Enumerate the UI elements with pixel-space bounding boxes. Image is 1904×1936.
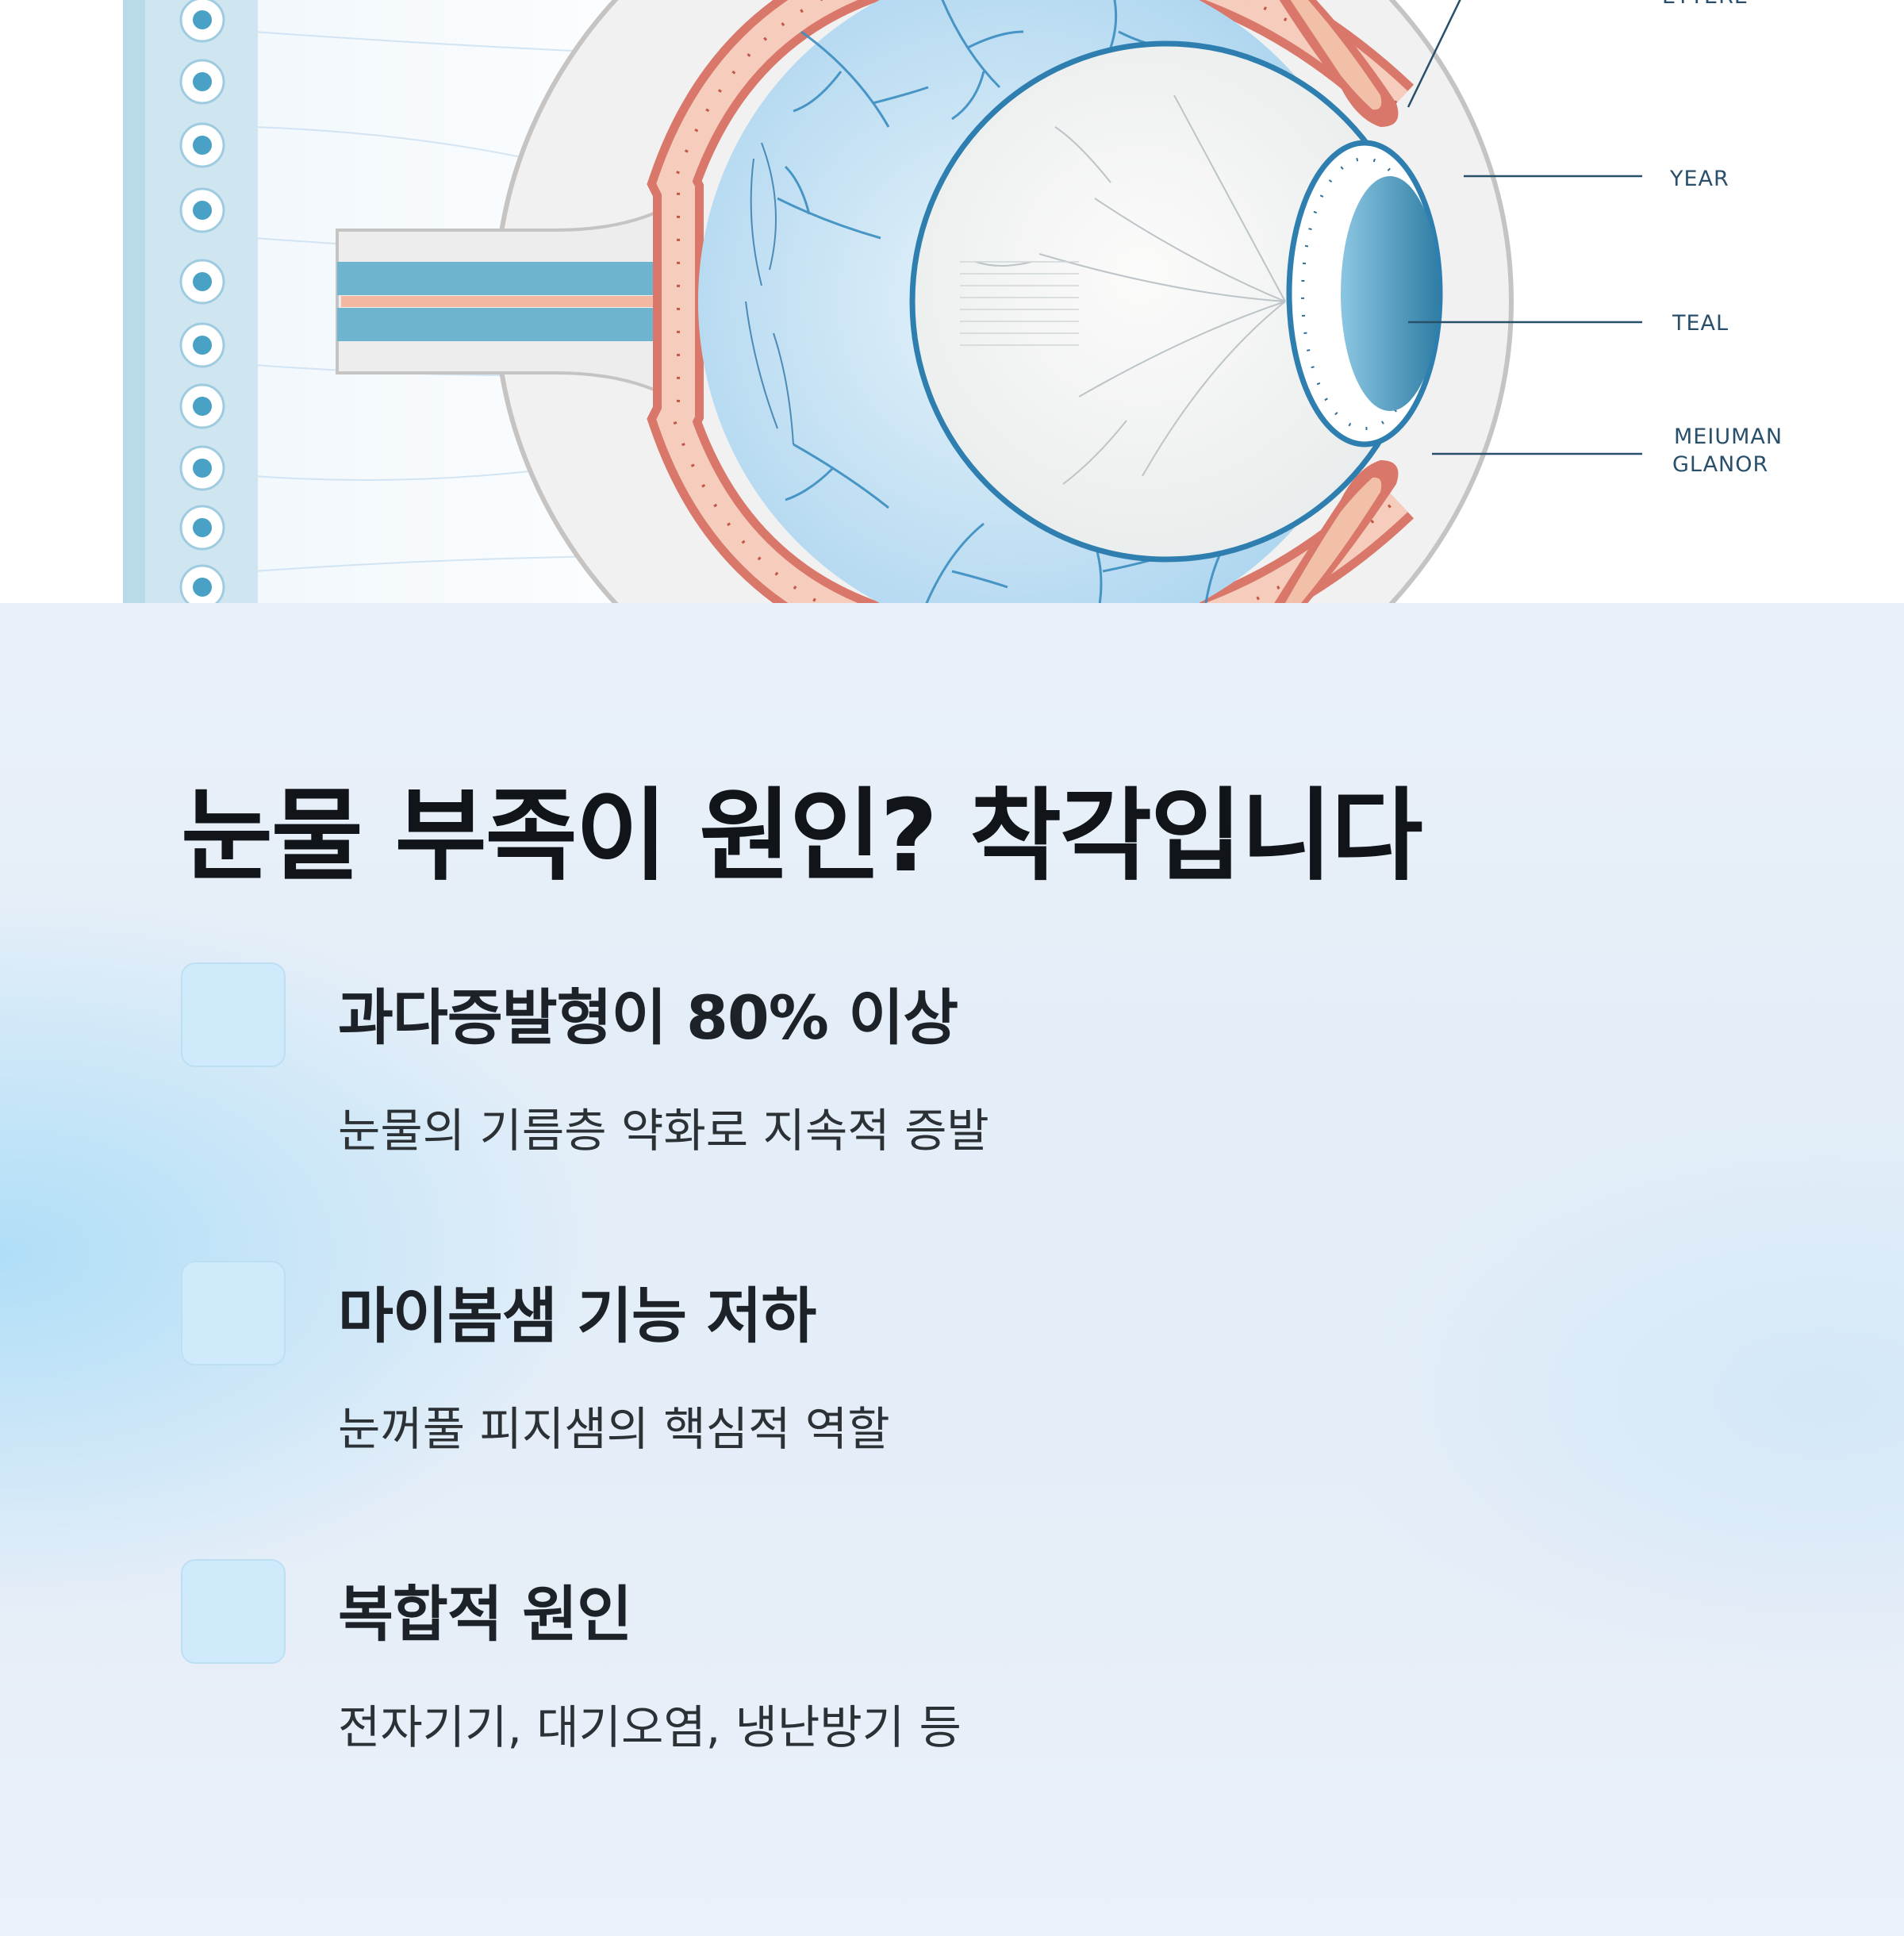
info-panel: 눈물 부족이 원인? 착각입니다 과다증발형이 80% 이상 눈물의 기름층 약… [0, 603, 1904, 1936]
label-year: YEAR [1669, 167, 1729, 191]
optic-nerve [336, 197, 762, 406]
list-item: 마이봄샘 기능 저하 눈꺼풀 피지샘의 핵심적 역할 [181, 1261, 1768, 1499]
eye-anatomy-illustration: EYYERE YEAR TEAL MEIUMAN GLANOR [0, 0, 1904, 603]
item-title: 과다증발형이 80% 이상 [338, 982, 958, 1053]
item-title: 마이봄샘 기능 저하 [338, 1281, 816, 1351]
retina-cell-strip [123, 0, 258, 603]
item-icon-box [181, 1261, 286, 1366]
label-teal: TEAL [1672, 311, 1729, 336]
item-description: 전자기기, 대기오염, 냉난방기 등 [338, 1700, 962, 1754]
item-title: 복합적 원인 [338, 1579, 632, 1650]
item-description: 눈물의 기름층 약화로 지속적 증발 [338, 1104, 989, 1158]
label-glanor: GLANOR [1672, 452, 1768, 477]
cornea [1286, 140, 1443, 448]
label-meiuman: MEIUMAN [1674, 424, 1783, 449]
item-icon-box [181, 1559, 286, 1664]
label-top: EYYERE [1662, 0, 1749, 9]
page-title: 눈물 부족이 원인? 착각입니다 [181, 778, 1423, 894]
item-icon-box [181, 962, 286, 1067]
callout-lines [1407, 0, 1642, 455]
list-item: 복합적 원인 전자기기, 대기오염, 냉난방기 등 [181, 1559, 1768, 1797]
list-item: 과다증발형이 80% 이상 눈물의 기름층 약화로 지속적 증발 [181, 962, 1768, 1200]
item-description: 눈꺼풀 피지샘의 핵심적 역할 [338, 1402, 890, 1456]
